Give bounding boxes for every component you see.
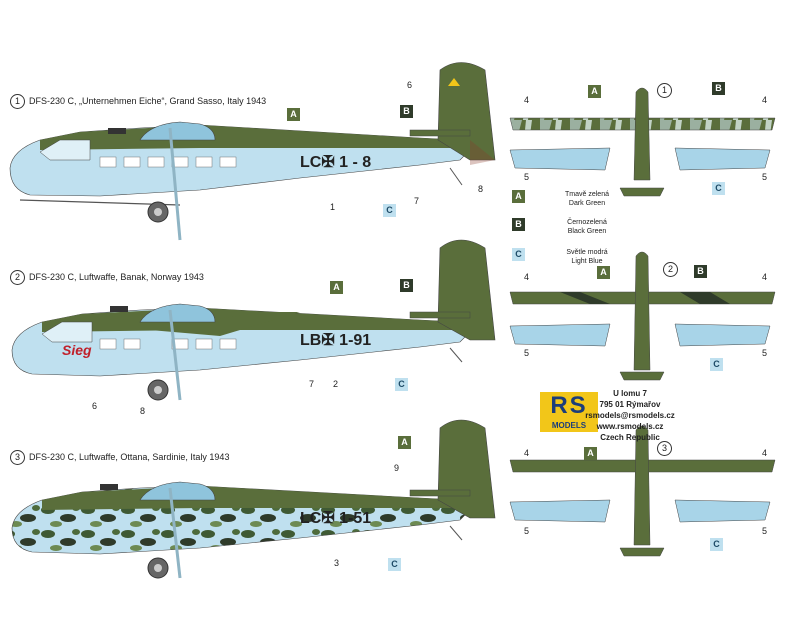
variant-number-3: 3 bbox=[10, 450, 25, 465]
tag-b-side-2: B bbox=[400, 279, 413, 292]
legend-label-en-c: Light Blue bbox=[571, 258, 603, 265]
tag-b-side-1: B bbox=[400, 105, 413, 118]
callout-1-v1: 1 bbox=[330, 202, 336, 212]
legend-label-en-a: Dark Green bbox=[568, 200, 606, 207]
callout-9-v3: 9 bbox=[394, 463, 400, 473]
fuselage-code-1: LC✠ 1 - 8 bbox=[300, 154, 372, 171]
address-line-2: 795 01 Rýmařov bbox=[599, 400, 661, 409]
address-line-4: www.rsmodels.cz bbox=[596, 422, 664, 431]
tag-c-side-2: C bbox=[395, 378, 408, 391]
rs-models-logo: RS MODELS bbox=[540, 392, 598, 432]
tag-c-plan-1: C bbox=[712, 182, 725, 195]
company-address: U lomu 7 795 01 Rýmařov rsmodels@rsmodel… bbox=[555, 388, 705, 443]
tag-b-plan-1: B bbox=[712, 82, 725, 95]
legend-tag-a: A bbox=[512, 190, 525, 203]
tag-c-plan-3: C bbox=[710, 538, 723, 551]
legend-label-en-b: Black Green bbox=[567, 228, 607, 235]
legend-label-cz-c: Světle modrá bbox=[566, 249, 608, 256]
callout-5-plan-2-right: 5 bbox=[762, 348, 768, 358]
legend-tag-b: B bbox=[512, 218, 525, 231]
plan-number-2: 2 bbox=[663, 262, 682, 277]
address-line-5: Czech Republic bbox=[600, 433, 660, 442]
plan-number-3: 3 bbox=[657, 441, 676, 456]
plan-view-1 bbox=[509, 87, 776, 197]
callout-6-v1: 6 bbox=[407, 80, 413, 90]
callout-5-plan-2-left: 5 bbox=[524, 348, 530, 358]
side-view-2 bbox=[11, 239, 496, 401]
callout-3-v3: 3 bbox=[334, 558, 340, 568]
tag-a-plan-2: A bbox=[597, 266, 610, 279]
callout-4-plan-3-right: 4 bbox=[762, 448, 768, 458]
logo-models-text: MODELS bbox=[540, 420, 598, 432]
callout-5-plan-3-right: 5 bbox=[762, 526, 768, 536]
tag-c-side-1: C bbox=[383, 204, 396, 217]
callout-6-v2: 6 bbox=[92, 401, 98, 411]
address-line-3: rsmodels@rsmodels.cz bbox=[585, 411, 675, 420]
plan-number-1: 1 bbox=[657, 83, 676, 98]
callout-5-plan-1-right: 5 bbox=[762, 172, 768, 182]
tag-a-plan-3: A bbox=[584, 447, 597, 460]
tag-a-plan-1: A bbox=[588, 85, 601, 98]
callout-8-v2: 8 bbox=[140, 406, 146, 416]
fuselage-code-2: LB✠ 1-91 bbox=[300, 332, 372, 349]
plan-view-3 bbox=[509, 425, 776, 557]
side-view-3 bbox=[11, 419, 496, 579]
callout-4-plan-1-right: 4 bbox=[762, 95, 768, 105]
side-view-1 bbox=[9, 62, 496, 241]
callout-4-plan-2-left: 4 bbox=[524, 272, 530, 282]
tag-c-side-3: C bbox=[388, 558, 401, 571]
callout-4-plan-3-left: 4 bbox=[524, 448, 530, 458]
callout-7-v2: 7 bbox=[309, 379, 315, 389]
tag-c-plan-2: C bbox=[710, 358, 723, 371]
callout-4-plan-1-left: 4 bbox=[524, 95, 530, 105]
variant-number-1: 1 bbox=[10, 94, 25, 109]
callout-4-plan-2-right: 4 bbox=[762, 272, 768, 282]
logo-rs-text: RS bbox=[540, 392, 598, 420]
tag-b-plan-2: B bbox=[694, 265, 707, 278]
callout-5-plan-3-left: 5 bbox=[524, 526, 530, 536]
legend-label-cz-a: Tmavě zelená bbox=[565, 191, 609, 198]
legend-tag-c: C bbox=[512, 248, 525, 261]
callout-8-v1: 8 bbox=[478, 184, 484, 194]
legend-label-cz-b: Černozelená bbox=[567, 219, 607, 226]
callout-2-v2: 2 bbox=[333, 379, 339, 389]
plan-view-2 bbox=[509, 251, 776, 381]
fuselage-code-3: LC✠ 1-51 bbox=[300, 510, 372, 527]
callout-7-v1: 7 bbox=[414, 196, 420, 206]
tag-a-side-3: A bbox=[398, 436, 411, 449]
variant-number-2: 2 bbox=[10, 270, 25, 285]
callout-5-plan-1-left: 5 bbox=[524, 172, 530, 182]
nose-art-text: Sieg bbox=[62, 342, 92, 358]
tag-a-side-1: A bbox=[287, 108, 300, 121]
tag-a-side-2: A bbox=[330, 281, 343, 294]
address-line-1: U lomu 7 bbox=[613, 389, 647, 398]
